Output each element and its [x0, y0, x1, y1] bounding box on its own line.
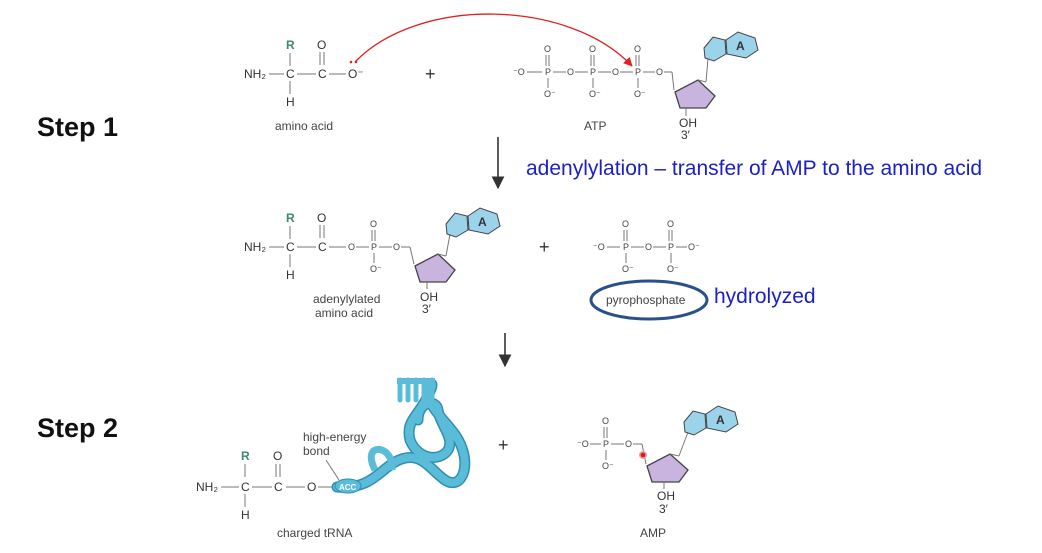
pyrophosphate-label: pyrophosphate: [606, 293, 686, 307]
svg-text:C: C: [274, 480, 283, 494]
svg-text:P: P: [590, 67, 596, 77]
svg-text:A: A: [736, 39, 745, 53]
svg-text:C: C: [318, 240, 327, 254]
plus-sign: +: [498, 435, 509, 455]
acc-label: ACC: [339, 483, 357, 492]
svg-text:O: O: [273, 449, 282, 463]
charged-trna-label: charged tRNA: [277, 526, 352, 540]
svg-text:OH: OH: [657, 489, 675, 503]
svg-text:OH: OH: [420, 290, 438, 304]
svg-text:O: O: [317, 211, 326, 225]
svg-text:C: C: [286, 240, 295, 254]
svg-text:R: R: [286, 38, 295, 52]
svg-text:O: O: [625, 439, 632, 449]
svg-text:O⁻: O⁻: [634, 89, 646, 99]
svg-text:R: R: [286, 211, 295, 225]
svg-text:P: P: [635, 67, 641, 77]
svg-text:O: O: [348, 242, 355, 252]
trna-ribbon: ACC: [331, 377, 471, 494]
high-energy-label-line2: bond: [303, 444, 330, 458]
adenylylation-annotation: adenylylation – transfer of AMP to the a…: [526, 157, 982, 180]
svg-text:O: O: [370, 219, 377, 229]
charged-trna-structure: R NH₂ C H C O O: [196, 449, 336, 522]
svg-text:⁻O: ⁻O: [513, 67, 525, 77]
step1-label: Step 1: [37, 112, 118, 142]
amino-acid-structure: R NH₂ C H C O O⁻: [244, 38, 364, 109]
svg-text:O⁻: O⁻: [544, 89, 556, 99]
svg-text:C: C: [286, 67, 295, 81]
svg-text:O: O: [656, 67, 663, 77]
svg-text:O: O: [602, 416, 609, 426]
svg-text:P: P: [668, 242, 674, 252]
plus-sign: +: [539, 237, 550, 257]
svg-text:H: H: [286, 95, 295, 109]
step2-label: Step 2: [37, 413, 118, 443]
svg-text:O⁻: O⁻: [667, 264, 679, 274]
svg-text:O⁻: O⁻: [370, 264, 382, 274]
adenylylated-label-line1: adenylylated: [313, 292, 380, 306]
high-energy-label-line1: high-energy: [303, 430, 366, 444]
svg-text:C: C: [318, 67, 327, 81]
atp-structure: ⁻O P O O⁻ O P O O⁻ O P O O⁻ O A: [513, 31, 759, 142]
svg-text:O: O: [622, 219, 629, 229]
amino-acid-label: amino acid: [275, 119, 333, 133]
svg-text:NH₂: NH₂: [196, 480, 218, 494]
pyrophosphate-structure: ⁻O P O O⁻ O P O O⁻ O⁻: [593, 219, 700, 274]
svg-text:3′: 3′: [659, 502, 669, 516]
svg-text:O⁻: O⁻: [348, 67, 364, 81]
svg-text:O: O: [317, 38, 326, 52]
svg-text:O: O: [393, 242, 400, 252]
svg-text:A: A: [716, 413, 725, 427]
svg-text:P: P: [603, 439, 609, 449]
amp-label: AMP: [640, 526, 666, 540]
svg-text:O⁻: O⁻: [589, 89, 601, 99]
svg-text:P: P: [371, 242, 377, 252]
svg-text:O: O: [307, 480, 316, 494]
adenylylated-amino-acid-structure: R NH₂ C H C O O P O O⁻ O A OH 3′: [244, 207, 501, 316]
svg-text:O⁻: O⁻: [622, 264, 634, 274]
svg-text:NH₂: NH₂: [244, 67, 266, 81]
svg-text:R: R: [241, 449, 250, 463]
svg-text:C: C: [241, 480, 250, 494]
svg-text:⁻O: ⁻O: [577, 439, 589, 449]
svg-text:O⁻: O⁻: [602, 461, 614, 471]
svg-text:⁻O: ⁻O: [593, 242, 605, 252]
svg-text:P: P: [545, 67, 551, 77]
svg-text:OH: OH: [679, 116, 697, 130]
svg-text:3′: 3′: [422, 302, 432, 316]
svg-text:O: O: [667, 219, 674, 229]
adenylylated-label-line2: amino acid: [315, 306, 373, 320]
svg-text:H: H: [241, 508, 250, 522]
svg-text:O: O: [589, 44, 596, 54]
svg-text:O: O: [645, 242, 652, 252]
svg-text:P: P: [623, 242, 629, 252]
svg-text:O: O: [544, 44, 551, 54]
svg-text:O: O: [612, 67, 619, 77]
svg-text:O: O: [634, 44, 641, 54]
atp-label: ATP: [584, 119, 606, 133]
svg-text:O: O: [567, 67, 574, 77]
nucleophilic-attack-arrow: [354, 13, 633, 67]
svg-text:H: H: [286, 268, 295, 282]
svg-text:3′: 3′: [681, 128, 691, 142]
pyrophosphate-highlight-ellipse: [589, 279, 709, 321]
svg-text:O⁻: O⁻: [688, 242, 700, 252]
svg-text:NH₂: NH₂: [244, 240, 266, 254]
plus-sign: +: [425, 64, 436, 84]
svg-text:A: A: [478, 215, 487, 229]
hydrolyzed-annotation: hydrolyzed: [714, 285, 816, 308]
amp-structure: ⁻O P O O⁻ O A OH 3′: [577, 405, 739, 516]
